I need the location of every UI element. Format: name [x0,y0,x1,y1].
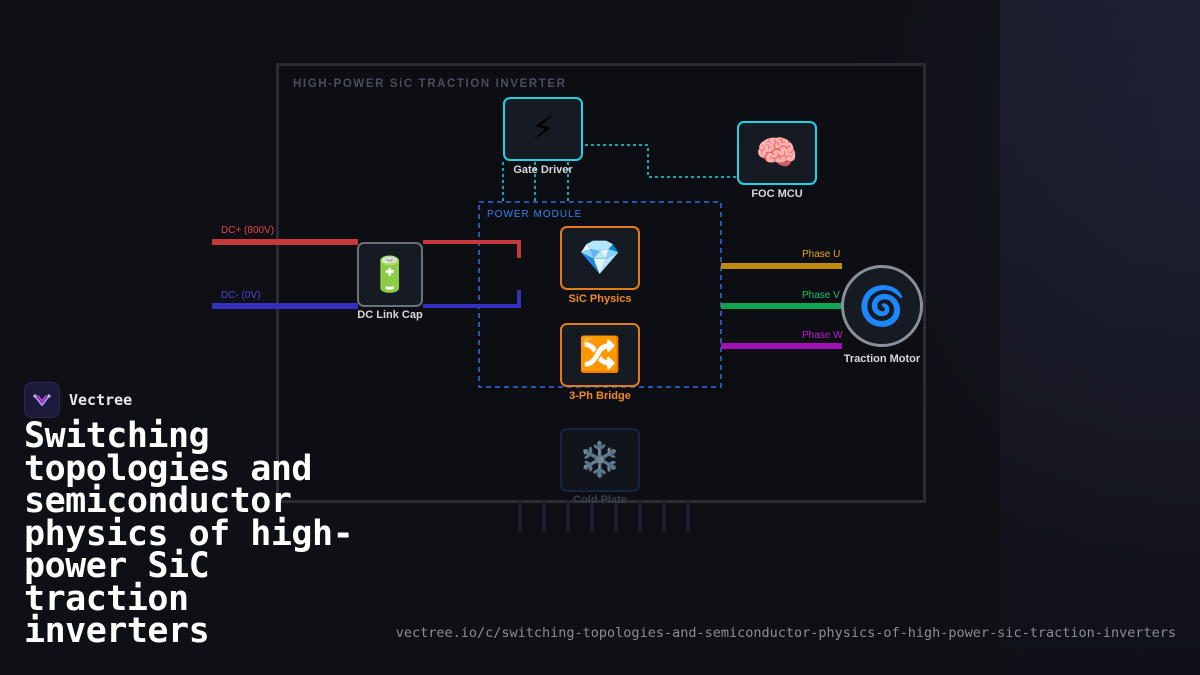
page-title: Switching topologies and semiconductor p… [24,416,354,651]
vectree-logo-icon [24,382,60,418]
cold-plate-label: Cold Plate [573,494,627,506]
power-module-label: POWER MODULE [487,209,583,220]
brain-icon: 🧠 [755,133,799,173]
traction-motor-node[interactable]: 🌀 [841,265,923,347]
phase-u-label: Phase U [802,249,841,260]
foc-mcu-label: FOC MCU [751,188,803,200]
phase-v-label: Phase V [802,290,840,301]
lightning-icon: ⚡ [531,109,555,149]
gate-driver-label: Gate Driver [513,164,573,176]
gate-to-mcu-link [585,144,737,178]
sic-physics-node[interactable]: 💎 [560,226,640,290]
brand-name: Vectree [69,391,133,409]
sic-physics-label: SiC Physics [568,293,632,305]
dc-link-cap-node[interactable]: 🔋 [357,242,423,307]
shuffle-icon: 🔀 [578,335,622,375]
cold-plate-node[interactable]: ❄️ [560,428,640,492]
snowflake-icon: ❄️ [578,440,622,480]
dc-plus-bus-out [423,240,521,258]
power-module-boundary [478,201,722,388]
page-url[interactable]: vectree.io/c/switching-topologies-and-se… [395,625,1176,641]
foc-mcu-node[interactable]: 🧠 [737,121,817,185]
dc-plus-label: DC+ (800V) [221,225,275,236]
cold-plate-fins [518,500,690,532]
bridge-label: 3-Ph Bridge [569,390,631,402]
battery-icon: 🔋 [368,254,412,295]
gate-driver-node[interactable]: ⚡ [503,97,583,161]
background-glow [1000,0,1200,675]
dc-link-cap-label: DC Link Cap [357,309,423,321]
traction-motor-label: Traction Motor [843,353,921,365]
cyclone-icon: 🌀 [858,283,906,328]
gem-icon: 💎 [578,238,622,278]
panel-title: HIGH-POWER SiC TRACTION INVERTER [293,78,567,90]
phase-w-label: Phase W [802,330,843,341]
dc-minus-label: DC- (0V) [221,290,261,301]
bridge-node[interactable]: 🔀 [560,323,640,387]
brand[interactable]: Vectree [24,382,132,418]
dc-minus-bus-out [423,290,521,308]
